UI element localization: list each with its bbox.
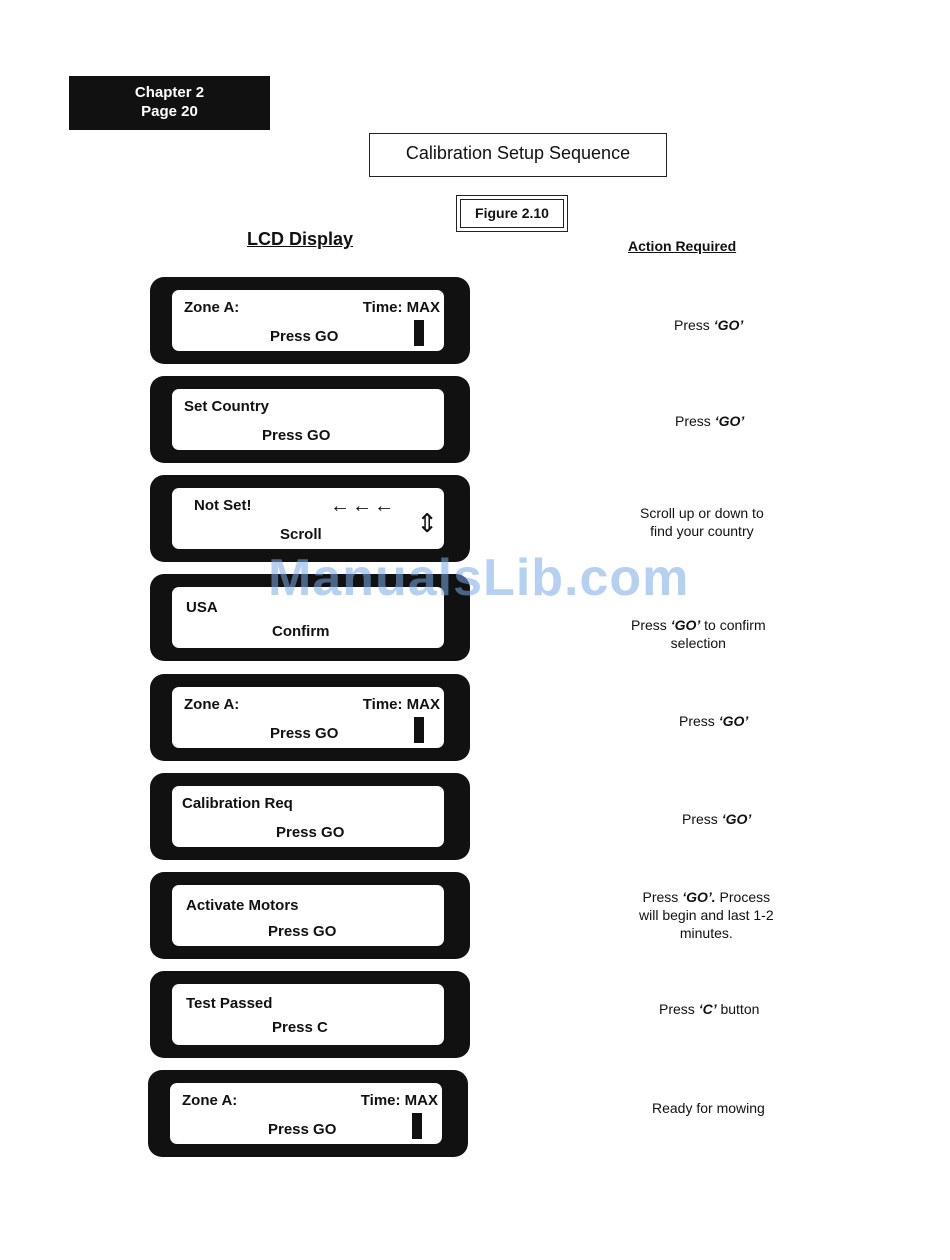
lcd-line-1: Activate Motors (186, 897, 299, 914)
action-text: Scroll up or down to find your country (640, 504, 764, 540)
lcd-display-heading: LCD Display (247, 229, 354, 249)
lcd-display-area: Zone A: Time: MAX Press GO (172, 290, 444, 351)
lcd-screen-set-country: Set Country Press GO (150, 376, 470, 463)
action-post: Process (715, 889, 771, 905)
figure-label: Figure 2.10 (460, 199, 564, 228)
lcd-display-area: Zone A: Time: MAX Press GO (172, 687, 444, 748)
action-required-heading: Action Required (628, 238, 737, 254)
lcd-line-1: Not Set! (194, 497, 252, 514)
action-key: ‘GO’ (670, 617, 701, 633)
action-pre: Ready for mowing (652, 1100, 765, 1116)
lcd-display-area: Set Country Press GO (172, 389, 444, 450)
action-key: ‘GO’ (721, 811, 752, 827)
lcd-screen-zone-a: Zone A: Time: MAX Press GO (150, 674, 470, 761)
lcd-line-1: Zone A: (184, 299, 240, 316)
action-text: Press ‘GO’ (682, 810, 751, 828)
action-key: ‘GO’ (714, 413, 745, 429)
action-post: button (716, 1001, 760, 1017)
action-line-2: find your country (650, 523, 754, 539)
action-key: ‘C’ (698, 1001, 717, 1017)
lcd-screen-zone-a: Zone A: Time: MAX Press GO (150, 277, 470, 364)
lcd-screen-test-passed: Test Passed Press C (150, 971, 470, 1058)
action-pre: Press (674, 317, 714, 333)
left-arrows-icon: ←←← (330, 495, 396, 517)
action-text: Press ‘GO’ (675, 412, 744, 430)
action-line-1: Scroll up or down to (640, 505, 764, 521)
lcd-display-area: Zone A: Time: MAX Press GO (170, 1083, 442, 1144)
lcd-line-2: Press GO (276, 824, 345, 841)
lcd-display-area: Not Set! ←←← ⇕ Scroll (172, 488, 444, 549)
lcd-line-1: Test Passed (186, 995, 273, 1012)
page-label: Page 20 (141, 103, 198, 120)
action-line-2: will begin and last 1-2 (639, 907, 774, 923)
action-pre: Press (679, 713, 719, 729)
lcd-screen-zone-a: Zone A: Time: MAX Press GO (148, 1070, 468, 1157)
action-key: ‘GO’. (682, 889, 716, 905)
page-title: Calibration Setup Sequence (369, 133, 667, 177)
action-text: Press ‘GO’ to confirm selection (631, 616, 766, 652)
lcd-time: Time: MAX (360, 1092, 438, 1109)
action-text: Press ‘GO’. Process will begin and last … (639, 888, 774, 942)
lcd-line-2: Press GO (270, 725, 339, 742)
lcd-line-2: Press GO (268, 923, 337, 940)
lcd-screen-not-set: Not Set! ←←← ⇕ Scroll (150, 475, 470, 562)
action-pre: Press (682, 811, 722, 827)
action-text: Press ‘GO’ (679, 712, 748, 730)
action-key: ‘GO’ (713, 317, 744, 333)
lcd-cursor-bar (414, 717, 424, 743)
action-key: ‘GO’ (718, 713, 749, 729)
lcd-line-2: Press GO (270, 328, 339, 345)
action-post: to confirm (700, 617, 766, 633)
lcd-cursor-bar (412, 1113, 422, 1139)
lcd-display-area: Test Passed Press C (172, 984, 444, 1045)
action-line-2: selection (670, 635, 726, 651)
lcd-line-2: Press C (272, 1019, 328, 1036)
lcd-line-1: USA (186, 599, 218, 616)
lcd-line-2: Press GO (262, 427, 331, 444)
up-down-arrow-icon: ⇕ (416, 508, 438, 538)
lcd-cursor-bar (414, 320, 424, 346)
lcd-screen-calibration-req: Calibration Req Press GO (150, 773, 470, 860)
lcd-line-1: Zone A: (184, 696, 240, 713)
chapter-label: Chapter 2 (134, 84, 205, 101)
lcd-display-area: Calibration Req Press GO (172, 786, 444, 847)
figure-label-box: Figure 2.10 (456, 195, 568, 232)
lcd-line-1: Zone A: (182, 1092, 238, 1109)
action-text: Ready for mowing (652, 1099, 765, 1117)
lcd-line-2: Scroll (280, 526, 322, 543)
action-pre: Press (642, 889, 683, 905)
chapter-page-box: Chapter 2 Page 20 (69, 76, 270, 130)
lcd-time: Time: MAX (362, 299, 440, 316)
action-pre: Press (659, 1001, 699, 1017)
lcd-screen-activate-motors: Activate Motors Press GO (150, 872, 470, 959)
action-text: Press ‘GO’ (674, 316, 743, 334)
lcd-line-2: Press GO (268, 1121, 337, 1138)
lcd-line-2: Confirm (272, 623, 330, 640)
action-pre: Press (631, 617, 671, 633)
action-pre: Press (675, 413, 715, 429)
action-text: Press ‘C’ button (659, 1000, 759, 1018)
lcd-display-area: Activate Motors Press GO (172, 885, 444, 946)
action-line-3: minutes. (679, 925, 733, 941)
watermark: ManualsLib.com (268, 549, 690, 607)
lcd-screen-usa: USA Confirm (150, 574, 470, 661)
lcd-line-1: Calibration Req (182, 795, 293, 812)
lcd-display-area: USA Confirm (172, 587, 444, 648)
lcd-time: Time: MAX (362, 696, 440, 713)
lcd-line-1: Set Country (184, 398, 270, 415)
